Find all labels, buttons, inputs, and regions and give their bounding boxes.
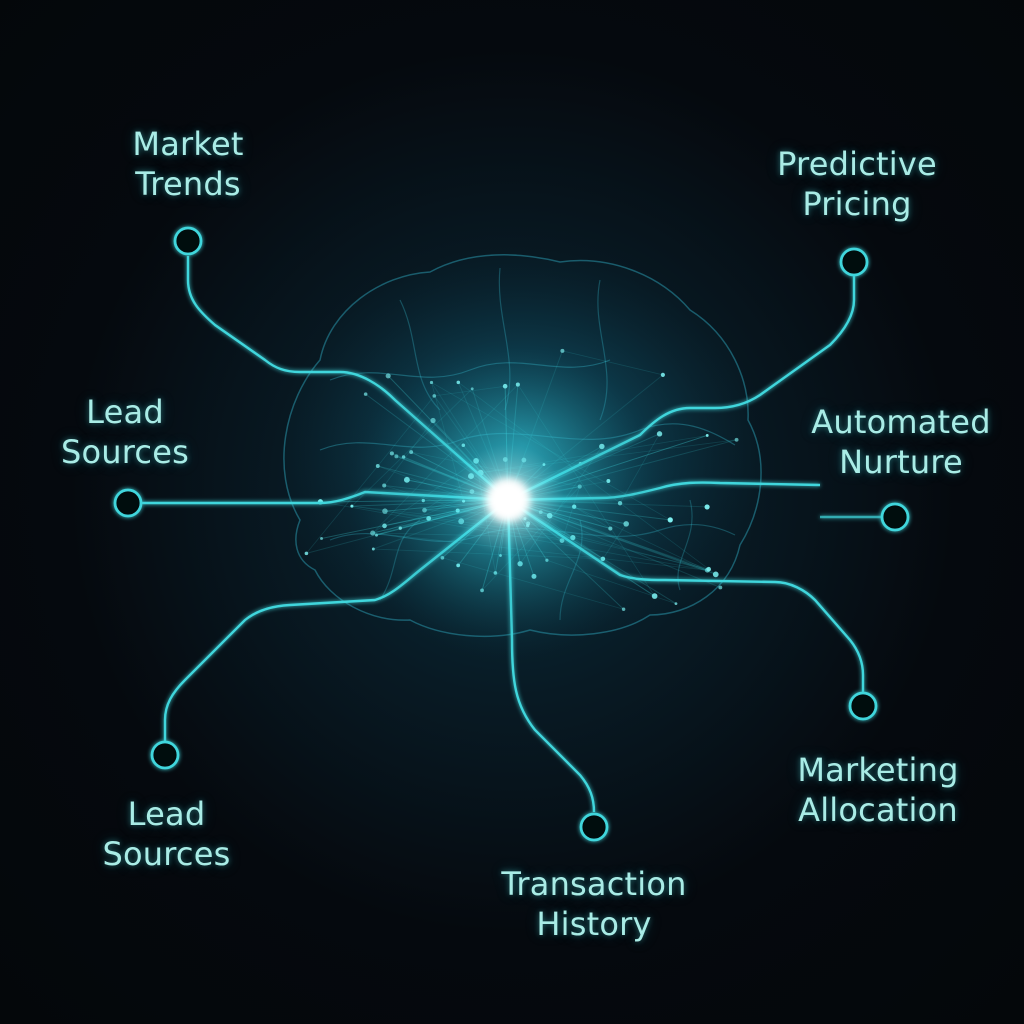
label-line: Trends xyxy=(135,165,241,203)
label-marketing-allocation: Marketing Allocation xyxy=(778,750,978,830)
label-lead-sources-bottom: Lead Sources xyxy=(84,794,249,874)
label-line: Automated xyxy=(811,403,991,441)
circle-node-icon[interactable] xyxy=(839,247,869,277)
label-line: History xyxy=(536,905,652,943)
label-automated-nurture: Automated Nurture xyxy=(796,402,1006,482)
neuron-node xyxy=(706,566,711,572)
connector-market-trends xyxy=(186,256,509,501)
circle-node-icon[interactable] xyxy=(150,740,180,770)
label-line: Marketing xyxy=(797,751,959,789)
neuron-link xyxy=(562,350,663,376)
neuron-node xyxy=(651,593,658,599)
label-market-trends: Market Trends xyxy=(108,124,268,204)
circle-node-icon[interactable] xyxy=(880,502,910,532)
label-line: Allocation xyxy=(798,791,958,829)
label-line: Sources xyxy=(61,433,189,471)
connector-predictive-pricing xyxy=(507,276,856,502)
label-line: Sources xyxy=(102,835,231,873)
neuron-node xyxy=(660,372,665,377)
neuron-node xyxy=(674,602,678,605)
label-line: Nurture xyxy=(839,443,963,481)
neuron-node xyxy=(363,392,368,396)
label-line: Lead xyxy=(127,795,206,833)
neuron-node xyxy=(385,373,391,379)
label-line: Pricing xyxy=(802,185,912,223)
label-line: Lead xyxy=(86,393,164,431)
circle-node-icon[interactable] xyxy=(579,812,609,842)
core-spark xyxy=(502,494,514,506)
label-lead-sources-left: Lead Sources xyxy=(40,392,210,472)
label-line: Predictive xyxy=(777,145,937,183)
neuron-node xyxy=(704,504,710,510)
label-transaction-history: Transaction History xyxy=(480,864,708,944)
circle-node-icon[interactable] xyxy=(848,691,878,721)
circle-node-icon[interactable] xyxy=(173,226,203,256)
neuron-node xyxy=(320,537,323,540)
neuron-node xyxy=(705,434,709,437)
label-predictive-pricing: Predictive Pricing xyxy=(752,144,962,224)
neuron-node xyxy=(656,431,663,437)
neuron-node xyxy=(718,585,723,590)
connector-transaction-history xyxy=(506,499,596,813)
neuron-node xyxy=(304,551,309,556)
neuron-node xyxy=(712,571,719,578)
endpoint-nodes xyxy=(113,226,910,842)
circle-node-icon[interactable] xyxy=(113,488,143,518)
neuron-node xyxy=(667,517,673,523)
label-line: Transaction xyxy=(501,865,687,903)
label-line: Market xyxy=(132,125,244,163)
neuron-node xyxy=(734,437,739,442)
